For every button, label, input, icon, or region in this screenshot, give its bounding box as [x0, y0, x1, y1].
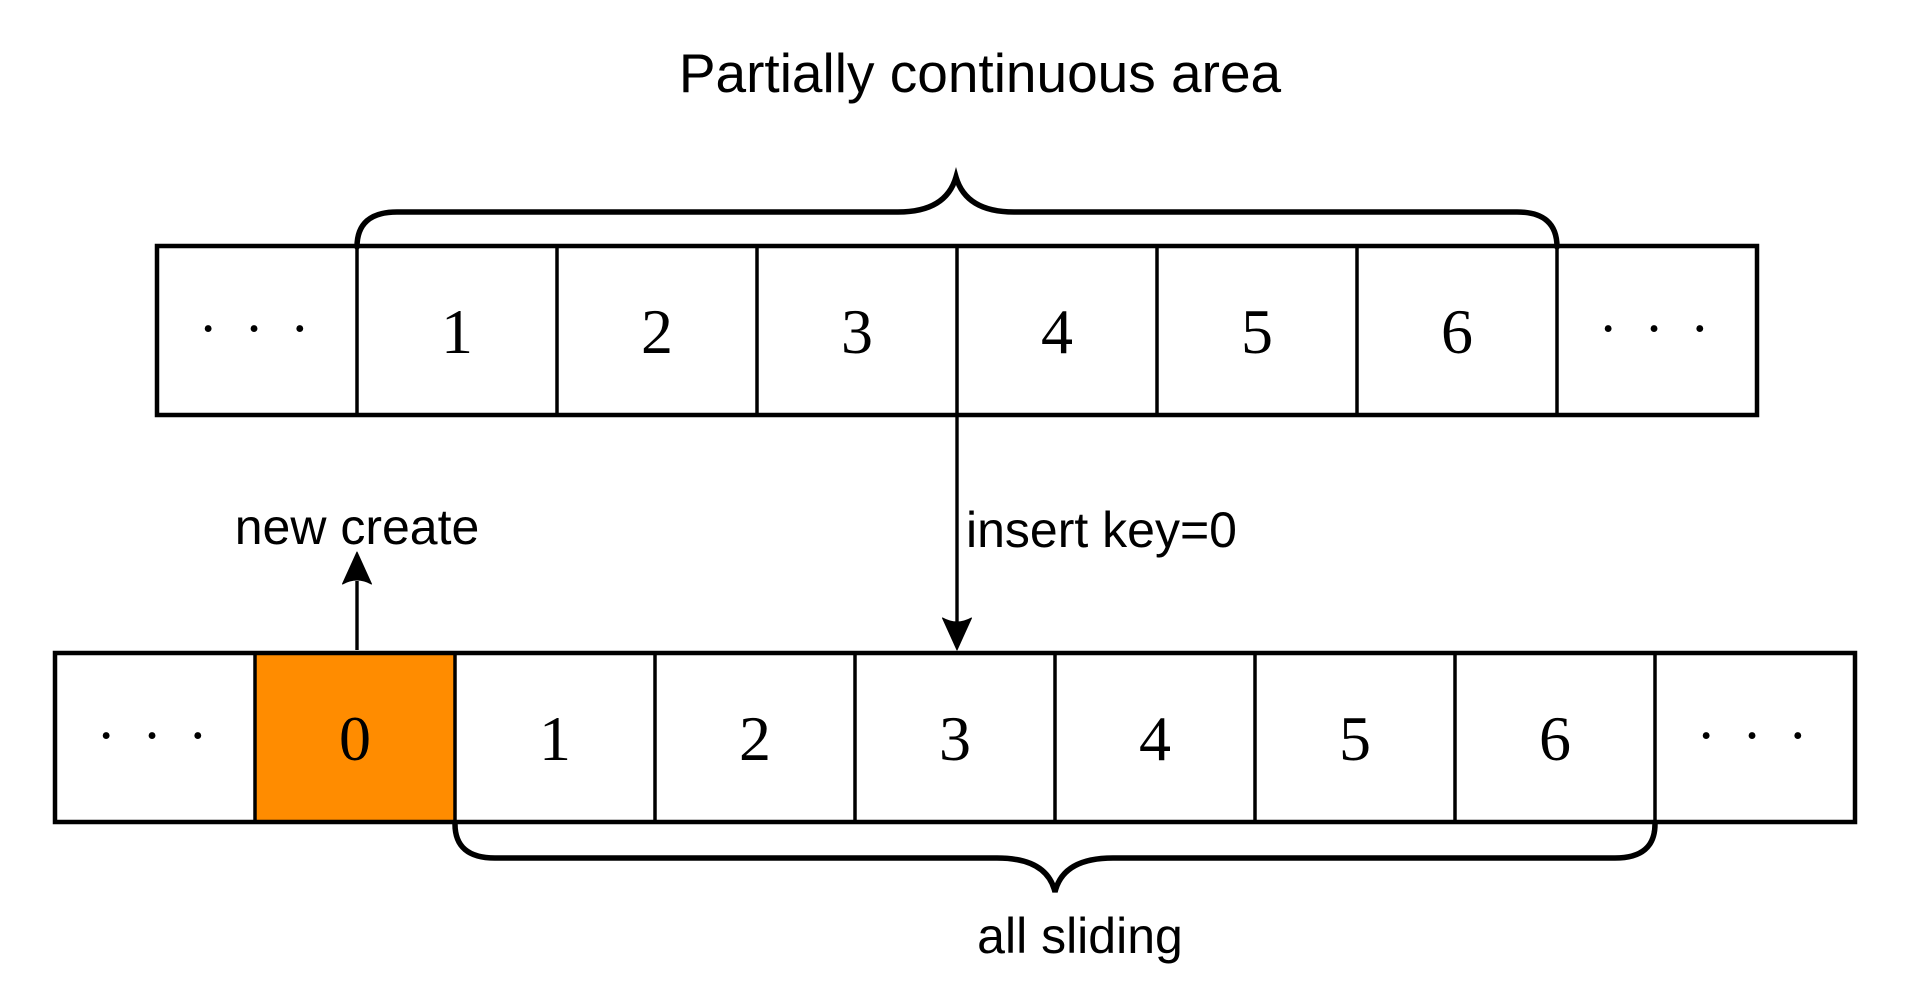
bottom-cell-ellipsis: · · · [97, 703, 214, 768]
new-create-arrow [342, 551, 372, 650]
top-cell-ellipsis: · · · [199, 296, 316, 361]
top-brace [354, 167, 1560, 250]
insert-arrow-label: insert key=0 [966, 502, 1237, 558]
bottom-cell-4: 4 [1139, 703, 1171, 774]
top-cell-5: 5 [1241, 296, 1273, 367]
insert-arrow [942, 416, 972, 651]
bottom-cell-ellipsis: · · · [1697, 703, 1814, 768]
bottom-cell-6: 6 [1539, 703, 1571, 774]
bottom-cell-5: 5 [1339, 703, 1371, 774]
new-create-arrow-head [342, 551, 372, 585]
new-create-label: new create [235, 499, 480, 555]
top-cell-6: 6 [1441, 296, 1473, 367]
top-cell-4: 4 [1041, 296, 1073, 367]
top-cell-2: 2 [641, 296, 673, 367]
all-sliding-label: all sliding [977, 908, 1183, 964]
bottom-array-row: · · · 0 1 2 3 4 5 6 · · · [52, 650, 1858, 825]
top-array-row: · · · 1 2 3 4 5 6 · · · [154, 243, 1760, 418]
insert-arrow-head [942, 617, 972, 651]
bottom-cell-1: 1 [539, 703, 571, 774]
top-array-outline [154, 243, 1760, 418]
bottom-cell-3: 3 [939, 703, 971, 774]
top-cell-3: 3 [841, 296, 873, 367]
highlighted-cell-0 [255, 653, 455, 822]
diagram-title: Partially continuous area [679, 42, 1282, 104]
top-cell-ellipsis: · · · [1599, 296, 1716, 361]
bottom-cell-0: 0 [339, 703, 371, 774]
top-cell-1: 1 [441, 296, 473, 367]
bottom-cell-2: 2 [739, 703, 771, 774]
bottom-brace [452, 821, 1658, 893]
bottom-array-outline [52, 650, 1858, 825]
